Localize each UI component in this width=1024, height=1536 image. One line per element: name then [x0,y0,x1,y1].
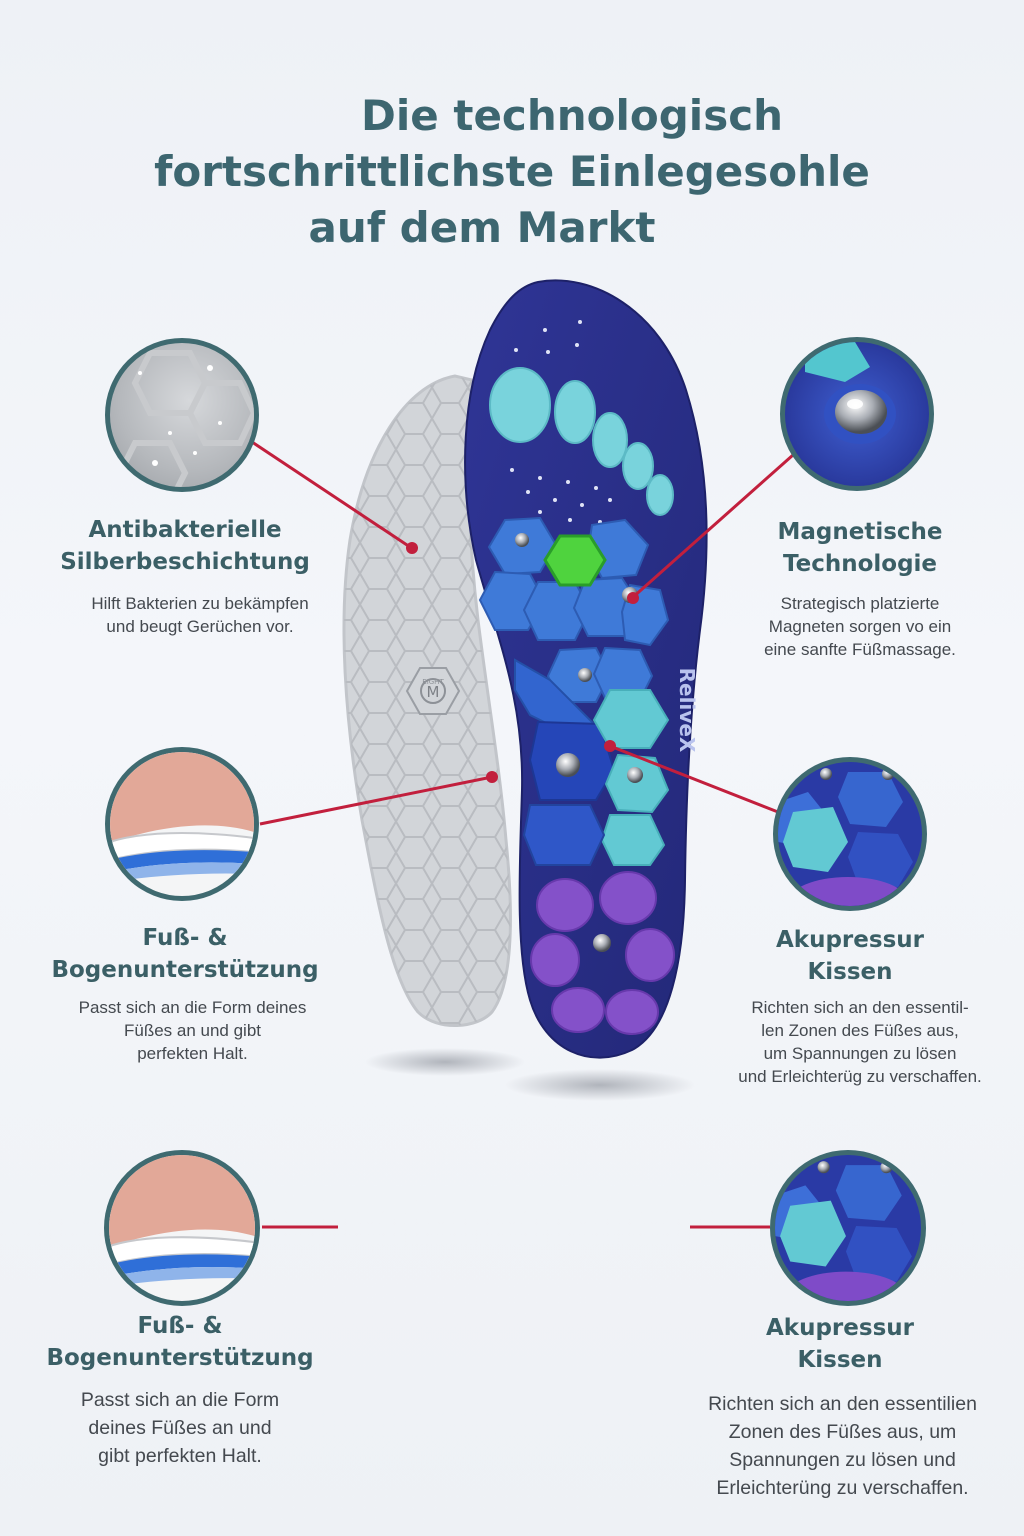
arch-support-heading-2: Fuß- & Bogenunterstützung [46,1313,314,1371]
magnet-studs [515,533,643,952]
lower-blue-pad [522,804,606,866]
title-line-2: fortschrittlichste Einlegesohle [154,147,870,196]
size-mark: M [427,683,440,701]
antibacterial-detail-circle [105,338,259,492]
navy-insole-top: ReliveX [464,279,708,1059]
brand-logo: ReliveX [675,668,699,753]
page-title: Die technologisch fortschrittlichste Ein… [0,88,1024,256]
antibacterial-description: Hilft Bakterien zu bekämpfen und beugt G… [91,594,309,636]
magnetic-detail-circle [780,337,934,491]
foot-arch-icon [110,752,254,882]
ball-pads [478,516,670,703]
heel-pads [530,871,675,1035]
leader-dots [406,542,639,783]
arch-support-description-2: Passt sich an die Form deines Füßes an u… [80,1389,280,1467]
insole-shadow-right [505,1069,695,1101]
size-ring-text: EIGHT [422,678,444,686]
acupressure-detail-circle-2 [770,1150,926,1306]
arch-support-description: Passt sich an die Form deines Füßes an u… [78,998,307,1063]
arch-support-detail-circle [105,747,259,901]
center-logo-pad [543,534,607,587]
acupressure-pad-icon [778,768,913,906]
arch-support-heading: Fuß- & Bogenunterstützung [51,925,319,983]
acupressure-description: Richten sich an den essentil- len Zonen … [738,998,982,1086]
insole-shadow-left [365,1048,525,1076]
magnet-icon [805,342,896,444]
antibacterial-heading: Antibakterielle Silberbeschichtung [60,517,310,575]
acupressure-description-2: Richten sich an den essentilien Zonen de… [708,1393,977,1499]
magnetic-description: Strategisch platzierte Magneten sorgen v… [764,594,956,659]
perforation-dots [510,320,612,524]
silver-texture-icon [116,350,254,487]
acupressure-detail-circle [773,757,927,911]
acupressure-heading: Akupressur Kissen [776,927,924,985]
toe-pads [489,367,674,516]
magnetic-heading: Magnetische Technologie [777,519,943,577]
foot-arch-icon-2 [109,1155,255,1287]
arch-support-detail-circle-2 [104,1150,260,1306]
acupressure-pad-icon-2 [775,1161,912,1301]
leader-lines [251,440,794,1229]
title-line-3: auf dem Markt [308,203,656,252]
acupressure-heading-2: Akupressur Kissen [766,1315,914,1373]
cyan-pads [592,689,670,866]
grey-insole-bottom: M EIGHT [342,374,512,1027]
title-line-1: Die technologisch [361,91,783,140]
